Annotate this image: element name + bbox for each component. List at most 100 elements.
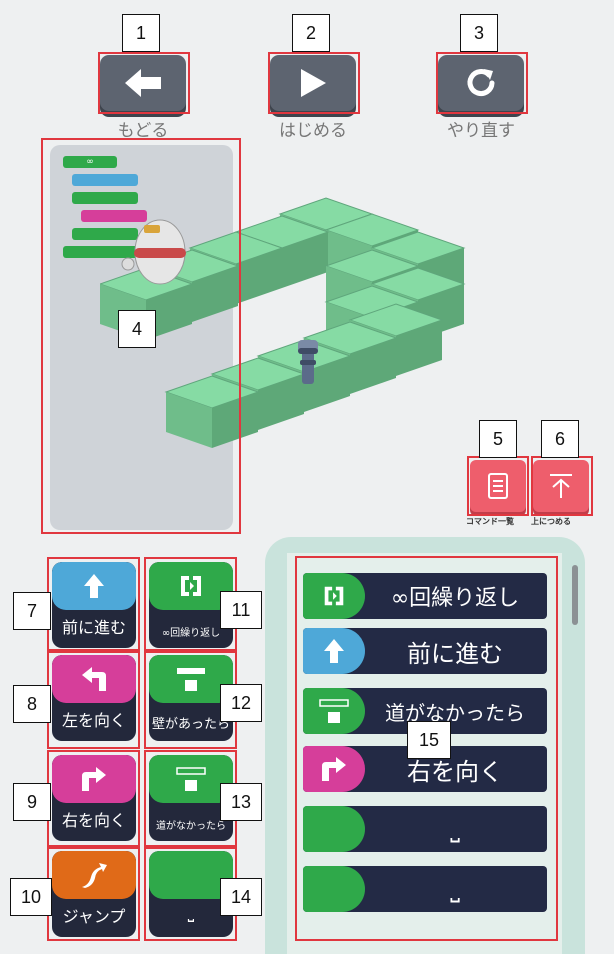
turn-right-command-label: 右を向く bbox=[61, 811, 126, 830]
mini-turn-right-block bbox=[81, 210, 147, 222]
program-item-header bbox=[303, 746, 365, 792]
program-item-header bbox=[303, 573, 365, 619]
annotation-box-8 bbox=[47, 651, 140, 749]
program-item-label: 前に進む bbox=[407, 639, 503, 668]
retry-button[interactable] bbox=[438, 55, 524, 111]
annotation-number-7: 7 bbox=[13, 592, 51, 630]
if-wall-command-button[interactable]: 壁があったら bbox=[149, 655, 233, 741]
back-button[interactable] bbox=[100, 55, 186, 111]
pack-up-label: 上につめる bbox=[531, 517, 571, 526]
annotation-number-11: 11 bbox=[220, 591, 262, 629]
mini-no-road-block bbox=[72, 192, 138, 204]
program-item-blank[interactable]: ⎵ bbox=[303, 866, 547, 912]
blank-command-label: ⎵ bbox=[187, 903, 195, 922]
if-wall-command-label: 壁があったら bbox=[151, 717, 230, 732]
program-item-if-no-road[interactable]: 道がなかったら bbox=[303, 688, 547, 734]
program-item-header bbox=[303, 628, 365, 674]
annotation-number-5: 5 bbox=[479, 420, 517, 458]
annotation-number-2: 2 bbox=[292, 14, 330, 52]
annotation-box-10 bbox=[47, 847, 140, 941]
jump-command-button[interactable]: ジャンプ bbox=[52, 851, 136, 937]
annotation-box-3 bbox=[436, 52, 528, 114]
program-item-blank[interactable]: ⎵ bbox=[303, 806, 547, 852]
repeat-icon bbox=[181, 576, 201, 596]
start-label: はじめる bbox=[279, 121, 347, 141]
annotation-box-1 bbox=[98, 52, 190, 114]
repeat-icon bbox=[324, 586, 344, 606]
annotation-number-3: 3 bbox=[460, 14, 498, 52]
forward-command-label: 前に進む bbox=[61, 618, 126, 637]
turn-left-command-label: 左を向く bbox=[61, 711, 126, 730]
annotation-box-5 bbox=[467, 456, 529, 516]
document-icon bbox=[488, 473, 508, 499]
robot-character bbox=[121, 219, 186, 285]
start-button[interactable] bbox=[270, 55, 356, 111]
annotation-number-9: 9 bbox=[13, 783, 51, 821]
program-item-header bbox=[303, 866, 365, 912]
program-item-label: ∞回繰り返し bbox=[390, 586, 520, 611]
annotation-box-7 bbox=[47, 557, 140, 651]
program-item-label: 道がなかったら bbox=[385, 700, 525, 725]
back-label: もどる bbox=[117, 121, 169, 141]
annotation-box-4 bbox=[41, 138, 241, 534]
forward-command-header bbox=[52, 562, 136, 610]
annotation-box-6 bbox=[531, 456, 593, 516]
if-no-road-command-label: 道がなかったら bbox=[156, 821, 226, 832]
repeat-command-label: ∞回繰り返し bbox=[161, 628, 221, 639]
up-arrow-icon bbox=[324, 639, 344, 663]
annotation-number-14: 14 bbox=[220, 878, 262, 916]
program-item-repeat[interactable]: ∞回繰り返し bbox=[303, 573, 547, 619]
mini-forward-block bbox=[72, 174, 138, 186]
forward-command-button[interactable]: 前に進む bbox=[52, 562, 136, 648]
turn-right-command-button[interactable]: 右を向く bbox=[52, 755, 136, 841]
reload-icon bbox=[467, 69, 495, 97]
jump-command-label: ジャンプ bbox=[62, 907, 126, 926]
if-no-road-command-button[interactable]: 道がなかったら bbox=[149, 755, 233, 841]
mini-repeat-block: ∞ bbox=[63, 156, 117, 168]
repeat-command-header bbox=[149, 562, 233, 610]
goal-spring bbox=[298, 340, 318, 384]
program-item-header bbox=[303, 688, 365, 734]
annotation-number-1: 1 bbox=[122, 14, 160, 52]
repeat-command-button[interactable]: ∞回繰り返し bbox=[149, 562, 233, 648]
left-arrow-icon bbox=[125, 69, 161, 97]
arrow-to-top-icon bbox=[550, 474, 572, 498]
if-wall-command-header bbox=[149, 655, 233, 703]
blank-command-button[interactable]: ⎵ bbox=[149, 851, 233, 937]
annotation-box-2 bbox=[268, 52, 360, 114]
annotation-number-8: 8 bbox=[13, 685, 51, 723]
pack-up-button[interactable] bbox=[533, 460, 589, 512]
command-list-button[interactable] bbox=[470, 460, 526, 512]
program-item-forward[interactable]: 前に進む bbox=[303, 628, 547, 674]
program-item-turn-right[interactable]: 右を向く bbox=[303, 746, 547, 792]
annotation-number-13: 13 bbox=[220, 783, 262, 821]
command-list-label: コマンド一覧 bbox=[466, 517, 514, 526]
program-item-label: ⎵ bbox=[450, 875, 460, 903]
wall-icon bbox=[177, 668, 205, 691]
program-list-scrollbar[interactable] bbox=[572, 565, 578, 625]
program-item-label: 右を向く bbox=[407, 757, 503, 786]
mini-blank-block bbox=[63, 246, 138, 258]
turn-left-command-button[interactable]: 左を向く bbox=[52, 655, 136, 741]
annotation-box-15 bbox=[295, 556, 558, 941]
annotation-number-4: 4 bbox=[118, 310, 156, 348]
mini-loop-label: ∞ bbox=[86, 157, 94, 167]
annotation-number-10: 10 bbox=[10, 878, 52, 916]
annotation-number-12: 12 bbox=[220, 684, 262, 722]
program-item-header bbox=[303, 806, 365, 852]
up-arrow-icon bbox=[84, 574, 104, 598]
no-road-icon bbox=[319, 699, 349, 723]
retry-label: やり直す bbox=[447, 121, 515, 141]
mini-blank-block bbox=[72, 228, 138, 240]
turn-right-icon bbox=[82, 767, 106, 791]
turn-left-icon bbox=[82, 667, 106, 691]
play-icon bbox=[301, 69, 326, 97]
annotation-number-15: 15 bbox=[407, 721, 451, 759]
annotation-number-6: 6 bbox=[541, 420, 579, 458]
blank-command-header bbox=[149, 851, 233, 899]
annotation-box-9 bbox=[47, 750, 140, 847]
if-no-road-command-header bbox=[149, 755, 233, 803]
turn-right-command-header bbox=[52, 755, 136, 803]
stage-board bbox=[100, 197, 465, 449]
program-item-label: ⎵ bbox=[450, 815, 460, 843]
